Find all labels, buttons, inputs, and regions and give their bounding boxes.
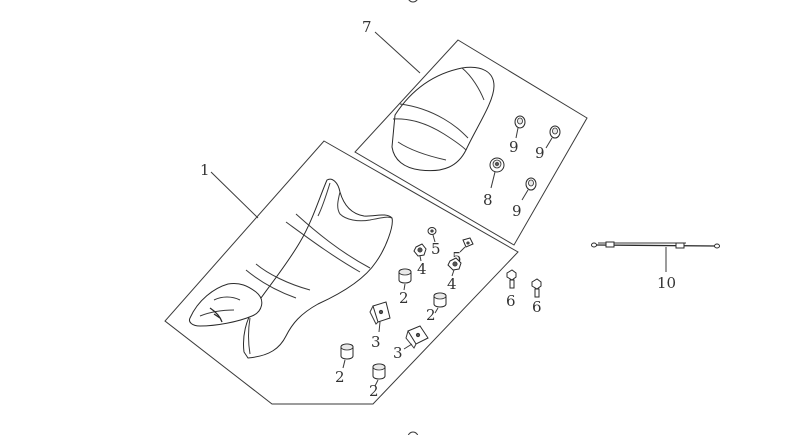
part-number-4-b: 4 xyxy=(447,275,457,293)
part-number-6-a: 6 xyxy=(506,292,516,310)
grommet-8 xyxy=(489,157,505,189)
part-number-3-b: 3 xyxy=(393,344,403,362)
part-number-9-a: 9 xyxy=(509,138,519,156)
bushing-2-a xyxy=(398,268,412,291)
leader-7 xyxy=(374,31,421,74)
main-seat xyxy=(189,178,393,359)
part-number-3-a: 3 xyxy=(371,333,381,351)
main-seat-group-frame xyxy=(164,140,519,405)
bracket-3-a xyxy=(369,301,391,333)
part-number-2-b: 2 xyxy=(426,306,436,324)
part-number-4-a: 4 xyxy=(417,260,427,278)
bolt-6-a xyxy=(506,269,517,289)
bracket-3-b xyxy=(403,325,429,350)
nut-4-b xyxy=(447,257,462,277)
top-binding-mark xyxy=(408,0,418,3)
rear-seat-group-frame xyxy=(354,39,588,246)
rubber-pad-9-b xyxy=(545,125,561,149)
bushing-2-c xyxy=(340,343,354,369)
part-number-7: 7 xyxy=(362,18,372,36)
part-number-9-c: 9 xyxy=(512,202,522,220)
part-number-5-a: 5 xyxy=(431,240,441,258)
nut-4-a xyxy=(413,243,427,262)
bottom-binding-mark xyxy=(407,431,419,435)
rubber-pad-9-a xyxy=(514,115,526,139)
part-number-2-a: 2 xyxy=(399,289,409,307)
washer-5-b xyxy=(459,237,474,253)
bolt-6-b xyxy=(531,278,542,298)
part-number-2-d: 2 xyxy=(369,382,379,400)
washer-5-a xyxy=(427,227,437,243)
bushing-2-b xyxy=(433,292,447,314)
leader-1 xyxy=(210,171,259,219)
rear-seat xyxy=(391,66,495,172)
part-number-1: 1 xyxy=(200,161,210,179)
bushing-2-d xyxy=(372,363,386,387)
part-number-9-b: 9 xyxy=(535,144,545,162)
rubber-pad-9-c xyxy=(521,177,537,201)
part-number-6-b: 6 xyxy=(532,298,542,316)
part-number-8: 8 xyxy=(483,191,493,209)
part-number-2-c: 2 xyxy=(335,368,345,386)
part-number-5-b: 5 xyxy=(452,249,462,267)
seat-lock-cable-10 xyxy=(591,241,720,272)
part-number-10: 10 xyxy=(657,274,676,292)
